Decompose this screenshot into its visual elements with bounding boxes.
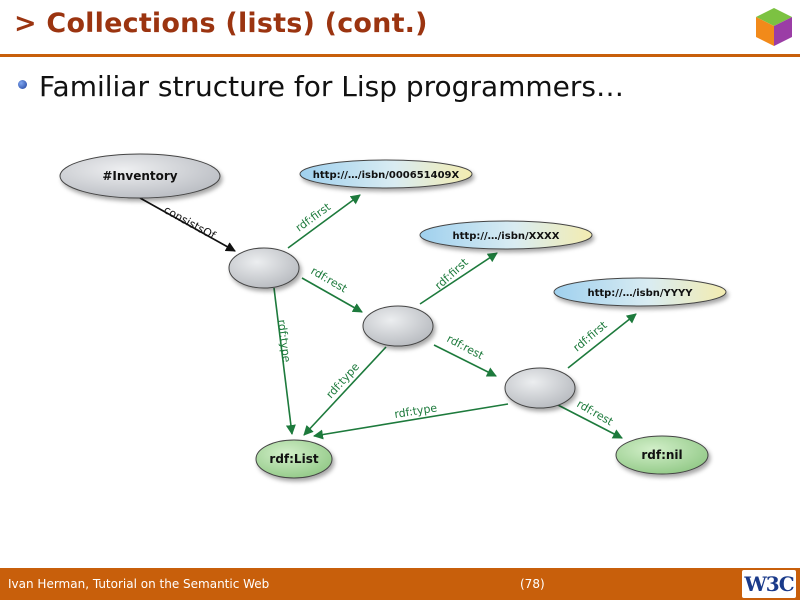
edge-rest-1: rdf:rest [301,264,363,313]
edge-label: consistsOf [162,203,219,242]
edge-first-1: rdf:first [287,194,361,249]
slide-title: > Collections (lists) (cont.) [14,8,428,39]
header-rule [0,54,800,57]
node-isbn-2: http://…/isbn/XXXX [419,220,593,250]
blank-node-2 [362,305,434,347]
node-label: http://…/isbn/YYYY [587,288,693,299]
w3c-logo: W3C [742,570,796,598]
edge-rest-2: rdf:rest [433,332,497,377]
edge-type-2: rdf:type [303,346,387,436]
node-rdf-nil: rdf:nil [615,435,709,475]
node-isbn-3: http://…/isbn/YYYY [553,277,727,307]
rdf-list-diagram: consistsOf rdf:first rdf:rest rdf:type r… [59,153,727,479]
w3c-logo-text: W3C [744,572,794,596]
edge-label: rdf:rest [445,332,487,362]
page-number: (78) [520,577,545,591]
node-label: http://…/isbn/XXXX [453,231,560,242]
slide-header: > Collections (lists) (cont.) [0,0,800,57]
edge-label: rdf:type [324,360,363,401]
semantic-web-cube-icon [756,8,792,46]
edge-type-3: rdf:type [313,401,509,440]
edge-consists-of: consistsOf [139,197,236,252]
node-rdf-list: rdf:List [255,439,333,479]
node-label: rdf:nil [641,448,682,462]
bullet-icon [18,79,27,89]
node-inventory: #Inventory [59,153,221,199]
slide-footer: Ivan Herman, Tutorial on the Semantic We… [0,568,800,600]
bullet-text: Familiar structure for Lisp programmers… [39,70,625,103]
node-isbn-1: http://…/isbn/000651409X [299,159,473,189]
node-label: #Inventory [102,169,177,183]
edge-type-1: rdf:type [273,287,296,435]
edge-first-2: rdf:first [419,252,498,305]
node-label: rdf:List [269,452,318,466]
edge-first-3: rdf:first [567,313,637,369]
edge-label: rdf:rest [309,264,350,295]
blank-node-3 [504,367,576,409]
edge-label: rdf:type [393,401,438,421]
blank-node-1 [228,247,300,289]
edge-label: rdf:type [275,319,293,364]
footer-author: Ivan Herman, Tutorial on the Semantic We… [8,577,270,591]
edge-rest-3: rdf:rest [555,397,623,439]
node-label: http://…/isbn/000651409X [313,170,460,181]
bullet-item: Familiar structure for Lisp programmers… [18,70,624,103]
edge-label: rdf:first [571,318,611,354]
